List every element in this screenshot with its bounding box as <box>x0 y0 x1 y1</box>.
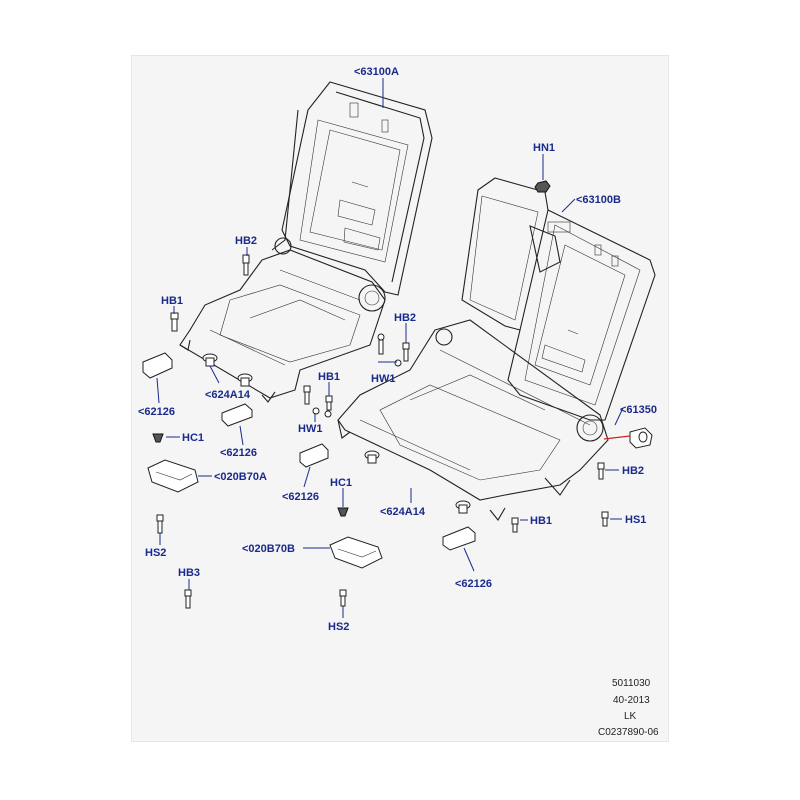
diagram-panel <box>131 55 669 742</box>
callout-62126-a: <62126 <box>138 406 175 418</box>
callout-hs1: HS1 <box>625 514 646 526</box>
part-020b70a-module <box>147 459 199 493</box>
part-hb3-bolt <box>184 589 192 609</box>
part-hs1-screw <box>601 511 609 527</box>
seat-back-right <box>461 177 656 421</box>
callout-63100a: <63100A <box>354 66 399 78</box>
callout-hb1-b: HB1 <box>318 371 340 383</box>
part-hn1-nut <box>534 180 551 193</box>
part-hb1-bolt-c <box>511 517 519 533</box>
callout-62126-c: <62126 <box>282 491 319 503</box>
part-hw1-washer-b <box>312 407 332 418</box>
callout-020b70b: <020B70B <box>242 543 295 555</box>
footer-line-3: LK <box>624 711 637 722</box>
callout-hw1-a: HW1 <box>371 373 395 385</box>
part-62126-cover-c <box>299 443 329 468</box>
part-62126-cover-b <box>221 403 253 427</box>
callout-hb1-a: HB1 <box>161 295 183 307</box>
callout-624a14-a: <624A14 <box>205 389 251 401</box>
part-62126-cover-d <box>442 526 476 551</box>
callout-hn1: HN1 <box>533 142 555 154</box>
footer-reference: 5011030 40-2013 LK C0237890-06 <box>598 678 659 738</box>
callout-624a14-b: <624A14 <box>380 506 426 518</box>
footer-line-4: C0237890-06 <box>598 727 659 738</box>
seat-cushion-left <box>179 237 386 403</box>
part-hb1-bolt-a <box>170 312 179 332</box>
part-hc1-clip-a <box>152 433 164 443</box>
callout-labels: <63100A HN1 <63100B HB2 HB1 HB2 HW1 <624… <box>138 66 657 633</box>
callout-63100b: <63100B <box>576 194 621 206</box>
callout-hc1-b: HC1 <box>330 477 352 489</box>
part-hc1-clip-b <box>337 507 349 517</box>
part-hb2-bolt-a <box>242 254 250 276</box>
callout-hs2-b: HS2 <box>328 621 349 633</box>
part-020b70b-module <box>329 536 383 569</box>
seat-cushion-right <box>337 319 609 521</box>
footer-line-1: 5011030 <box>612 678 651 689</box>
callout-020b70a: <020B70A <box>214 471 267 483</box>
callout-hb1-c: HB1 <box>530 515 552 527</box>
part-61350-actuator <box>603 427 653 449</box>
callout-hb2-b: HB2 <box>394 312 416 324</box>
callout-61350: <61350 <box>620 404 657 416</box>
part-hb2-bolt-b <box>402 342 410 362</box>
footer-line-2: 40-2013 <box>613 695 650 706</box>
part-hb1-bolt-b <box>303 385 333 411</box>
callout-hb3: HB3 <box>178 567 200 579</box>
callout-hw1-b: HW1 <box>298 423 322 435</box>
part-62126-cover-a <box>142 352 173 379</box>
part-hb2-bolt-c <box>597 462 605 480</box>
part-hs2-screw-a <box>156 514 164 534</box>
seat-back-left <box>271 81 433 296</box>
callout-62126-d: <62126 <box>455 578 492 590</box>
part-hw1-washer-a <box>377 333 402 367</box>
callout-hb2-c: HB2 <box>622 465 644 477</box>
callout-hb2-a: HB2 <box>235 235 257 247</box>
callout-hs2-a: HS2 <box>145 547 166 559</box>
leader-lines <box>156 78 624 618</box>
callout-62126-b: <62126 <box>220 447 257 459</box>
callout-hc1-a: HC1 <box>182 432 204 444</box>
part-hs2-screw-b <box>339 589 347 607</box>
part-624a14-pivot-b <box>364 450 471 514</box>
part-624a14-pivot-a <box>202 353 253 387</box>
